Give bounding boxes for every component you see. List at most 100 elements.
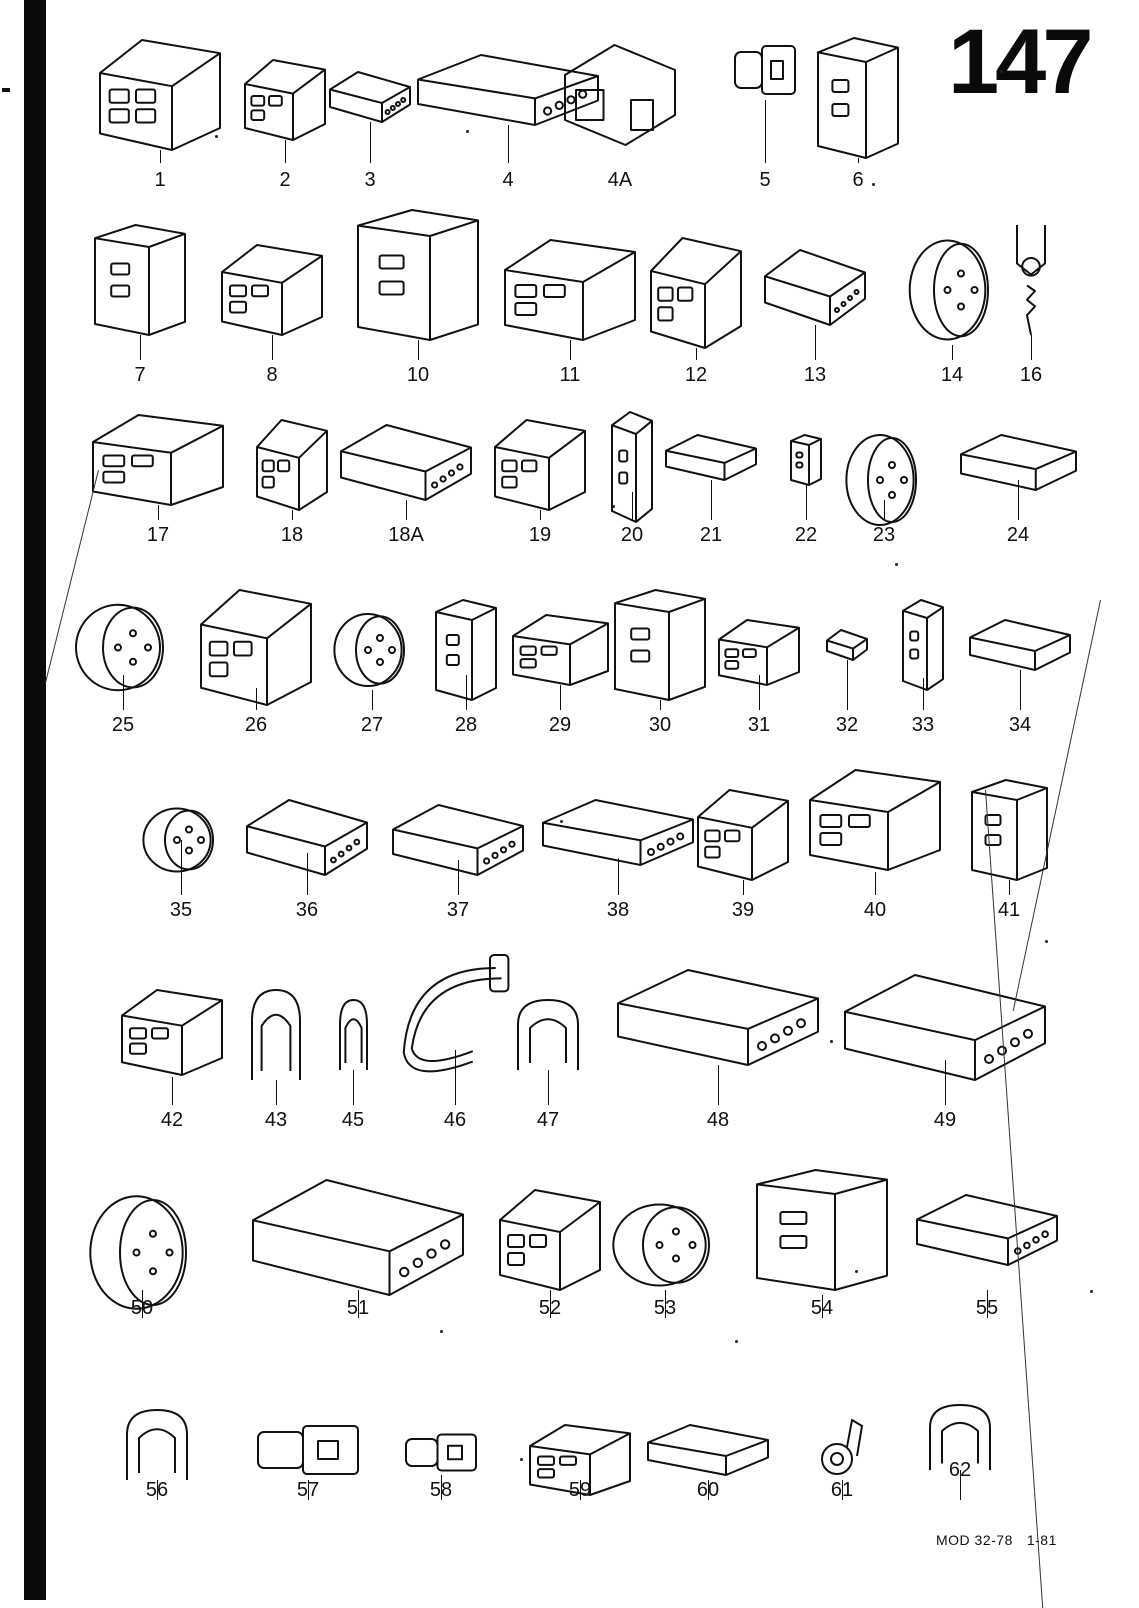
leader-line [765,100,766,163]
leader-line [160,150,161,163]
connector-line-drawing-icon [417,54,599,126]
part-drawing-svg [908,239,989,341]
leader-line [372,690,373,710]
scan-speck [1045,940,1048,943]
connector-line-drawing-icon [1011,225,1051,336]
leader-line [952,345,953,360]
part-number-label: 57 [296,1479,320,1501]
page-footer: MOD 32-78 1-81 [936,1532,1071,1548]
part-drawing-svg [529,1424,631,1496]
leader-line [1018,480,1019,520]
leader-line [142,1290,143,1318]
part-drawing-svg [612,1203,710,1287]
connector-line-drawing-icon [617,969,819,1066]
part-number-label: 18A [388,524,424,546]
part-number-label: 1 [154,169,166,191]
leader-line [353,1070,354,1105]
leader-line [660,700,661,710]
part-number-label: 35 [169,899,193,921]
connector-line-drawing-icon [499,1189,601,1291]
part-drawing-svg [92,414,224,506]
part-number-label: 36 [295,899,319,921]
connector-line-drawing-icon [221,244,323,336]
part-number-label: 21 [699,524,723,546]
part-number-label: 22 [794,524,818,546]
leader-line [123,675,124,710]
part-number-label: 51 [346,1297,370,1319]
part-number-label: 18 [280,524,304,546]
part-drawing-svg [611,411,653,523]
connector-line-drawing-icon [398,954,513,1085]
connector-line-drawing-icon [504,239,636,341]
part-drawing-svg [821,1419,863,1475]
part-drawing-svg [340,424,472,501]
part-drawing-svg [142,807,214,873]
scan-speck [872,183,875,186]
scan-speck [560,820,563,823]
part-drawing-svg [75,603,164,692]
leader-line [580,1480,581,1500]
part-number-label: 19 [528,524,552,546]
part-number-label: 61 [830,1479,854,1501]
connector-line-drawing-icon [87,1190,197,1315]
part-drawing-svg [251,989,301,1080]
leader-line [158,505,159,520]
leader-line [858,158,859,163]
part-drawing-svg [244,59,326,141]
scan-speck [855,1270,858,1273]
part-number-label: 34 [1008,714,1032,736]
connector-line-drawing-icon [435,599,497,701]
part-drawing-svg [734,45,796,95]
part-drawing-svg [845,434,917,526]
part-drawing-svg [494,419,586,511]
connector-line-drawing-icon [614,589,706,701]
connector-line-drawing-icon [340,424,472,501]
leader-line [256,688,257,710]
connector-line-drawing-icon [121,989,223,1076]
connector-line-drawing-icon [200,589,312,706]
leader-line [272,335,273,360]
connector-line-drawing-icon [647,1424,769,1476]
leader-line [842,1480,843,1500]
part-drawing-svg [256,419,328,511]
scan-speck [830,1040,833,1043]
part-number-label: 20 [620,524,644,546]
part-number-label: 23 [872,524,896,546]
connector-line-drawing-icon [332,610,412,690]
leader-line [945,1060,946,1105]
part-number-label: 7 [134,364,146,386]
leader-line [285,140,286,163]
connector-line-drawing-icon [809,769,941,871]
part-drawing-svg [902,599,944,691]
part-number-label: 26 [244,714,268,736]
part-drawing-svg [338,999,368,1070]
leader-line [987,1290,988,1318]
connector-line-drawing-icon [392,804,524,876]
part-number-label: 60 [696,1479,720,1501]
scan-speck [520,1458,523,1461]
leader-line [960,1470,961,1500]
part-number-label: 4A [607,169,633,191]
leader-line [276,1080,277,1105]
footer-model-code: MOD 32-78 [936,1532,1013,1548]
connector-line-drawing-icon [907,235,997,345]
leader-line [441,1475,442,1500]
part-number-label: 5 [759,169,771,191]
connector-line-drawing-icon [94,224,186,336]
connector-line-drawing-icon [697,789,789,881]
leader-line [1031,335,1032,360]
part-drawing-svg [665,434,757,481]
connector-line-drawing-icon [910,1404,1010,1470]
part-number-label: 45 [341,1109,365,1131]
connector-line-drawing-icon [107,1409,207,1480]
part-drawing-svg [697,789,789,881]
leader-line [822,1295,823,1318]
part-drawing-svg [617,969,819,1066]
connector-line-drawing-icon [246,799,368,876]
footer-date: 1-81 [1026,1532,1057,1548]
part-number-label: 41 [997,899,1021,921]
part-drawing-svg [817,37,899,159]
part-number-label: 38 [606,899,630,921]
part-drawing-svg [246,799,368,876]
connector-line-drawing-icon [844,430,924,530]
